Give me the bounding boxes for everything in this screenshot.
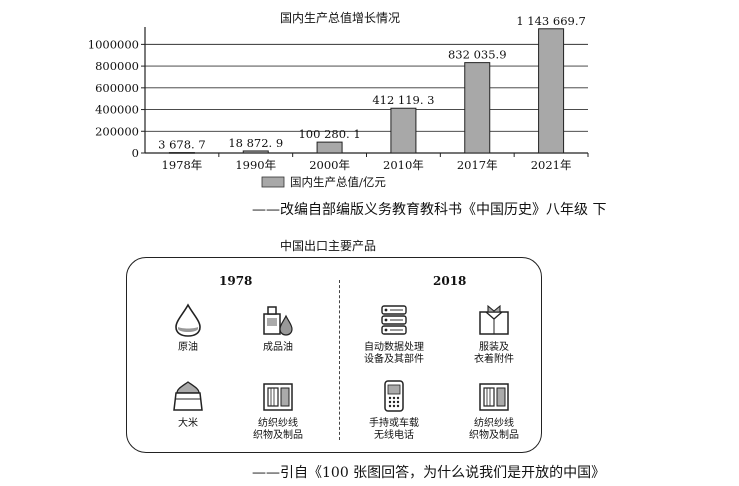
chart-source-note: ——改编自部编版义务教育教科书《中国历史》八年级 下 bbox=[252, 202, 607, 218]
export-item-label: 原油 bbox=[178, 342, 198, 353]
rice-sack-icon bbox=[173, 381, 203, 411]
year-1978: 1978 bbox=[219, 274, 253, 288]
export-item-label: 手持或车载 无线电话 bbox=[369, 418, 419, 441]
bar bbox=[168, 152, 195, 154]
y-tick-label: 400000 bbox=[95, 103, 139, 117]
grid-layer bbox=[145, 43, 588, 132]
bar bbox=[464, 62, 491, 154]
export-item-label: 自动数据处理 设备及其部件 bbox=[364, 342, 424, 365]
exports-title: 中国出口主要产品 bbox=[280, 239, 377, 253]
x-tick-label: 2021年 bbox=[531, 158, 572, 172]
export-item-mobile-phones: 手持或车载 无线电话 bbox=[349, 378, 439, 442]
export-item-label: 成品油 bbox=[263, 342, 293, 353]
legend-swatch bbox=[261, 176, 285, 188]
bar-data-label: 832 035.9 bbox=[448, 48, 507, 62]
x-tick-label: 1990年 bbox=[235, 158, 276, 172]
year-2018: 2018 bbox=[433, 274, 467, 288]
bar bbox=[316, 141, 343, 154]
export-item-label: 纺织纱线 织物及制品 bbox=[469, 418, 519, 441]
chart-title: 国内生产总值增长情况 bbox=[280, 10, 400, 25]
bar bbox=[390, 107, 417, 154]
refined-oil-icon bbox=[263, 306, 293, 336]
export-item-textiles-1978: 纺织纱线 织物及制品 bbox=[233, 378, 323, 442]
axis-layer: 0 200000 400000 600000 800000 1000000 1978年 199… bbox=[88, 27, 589, 172]
export-item-rice: 大米 bbox=[143, 378, 233, 430]
server-icon bbox=[381, 305, 407, 335]
exports-panel: 1978 2018 原油 成品油 大米 bbox=[126, 257, 542, 453]
bar-data-label: 18 872. 9 bbox=[228, 136, 283, 150]
legend-label: 国内生产总值/亿元 bbox=[290, 175, 386, 189]
bar-data-label: 100 280. 1 bbox=[298, 127, 360, 141]
export-item-clothing: 服装及 衣着附件 bbox=[449, 302, 539, 366]
x-tick-label: 2010年 bbox=[383, 158, 424, 172]
mobile-phone-icon bbox=[384, 380, 404, 412]
export-item-textiles-2018: 纺织纱线 织物及制品 bbox=[449, 378, 539, 442]
bar-layer: 3 678. 7 18 872. 9 100 280. 1 412 119. 3 832… bbox=[158, 14, 586, 154]
export-item-label: 服装及 衣着附件 bbox=[474, 342, 514, 365]
y-tick-label: 0 bbox=[132, 146, 139, 160]
bar-data-label: 1 143 669.7 bbox=[516, 14, 586, 28]
export-item-computers: 自动数据处理 设备及其部件 bbox=[349, 302, 439, 366]
textile-icon bbox=[263, 383, 293, 411]
bar bbox=[242, 150, 269, 154]
exports-source-note: ——引自《100 张图回答，为什么说我们是开放的中国》 bbox=[252, 465, 606, 481]
export-item-crude-oil: 原油 bbox=[143, 302, 233, 354]
y-tick-label: 600000 bbox=[95, 81, 139, 95]
chart-legend: 国内生产总值/亿元 bbox=[261, 175, 386, 189]
x-tick-label: 1978年 bbox=[162, 158, 203, 172]
export-item-label: 大米 bbox=[178, 418, 198, 429]
gdp-bar-chart: 国内生产总值增长情况 0 200000 400000 600000 800000 1000… bbox=[88, 10, 589, 189]
y-tick-label: 800000 bbox=[95, 59, 139, 73]
bar-data-label: 3 678. 7 bbox=[158, 138, 206, 152]
oil-drop-icon bbox=[175, 303, 201, 337]
export-item-refined-oil: 成品油 bbox=[233, 302, 323, 354]
bar-data-label: 412 119. 3 bbox=[372, 93, 434, 107]
x-tick-label: 2017年 bbox=[457, 158, 498, 172]
x-tick-label: 2000年 bbox=[309, 158, 350, 172]
clothing-box-icon bbox=[479, 304, 509, 335]
panel-divider bbox=[339, 280, 340, 440]
export-item-label: 纺织纱线 织物及制品 bbox=[253, 418, 303, 441]
bar bbox=[538, 28, 565, 154]
y-tick-label: 1000000 bbox=[88, 37, 139, 51]
textile-icon bbox=[479, 383, 509, 411]
y-tick-label: 200000 bbox=[95, 124, 139, 138]
